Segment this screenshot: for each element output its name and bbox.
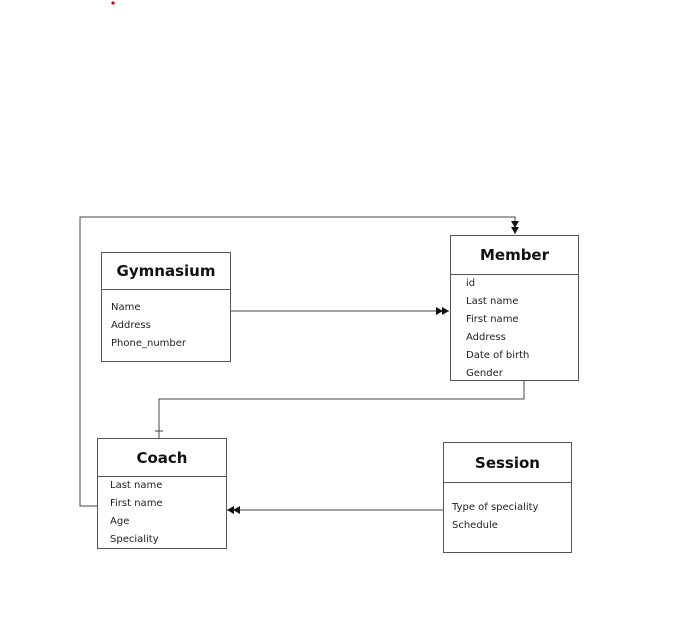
attribute: Last name (466, 296, 519, 307)
entity-member-title: Member (451, 236, 578, 275)
attribute: Name (111, 302, 141, 313)
entity-gymnasium-attributes: Name Address Phone_number (102, 290, 230, 353)
arrowhead-gymnasium-member-1 (436, 307, 443, 315)
attribute: First name (110, 498, 163, 509)
entity-gymnasium-title: Gymnasium (102, 253, 230, 290)
attribute: Gender (466, 368, 503, 379)
entity-session-title: Session (444, 443, 571, 483)
attribute: Last name (110, 480, 163, 491)
attribute: Date of birth (466, 350, 530, 361)
entity-coach[interactable]: Coach Last name First name Age Specialit… (97, 438, 227, 549)
entity-member[interactable]: Member id Last name First name Address D… (450, 235, 579, 381)
entity-coach-title: Coach (98, 439, 226, 477)
arrowhead-gymnasium-member-2 (442, 307, 449, 315)
attribute: Address (111, 320, 151, 331)
attribute: Type of speciality (452, 502, 539, 513)
arrowhead-coach-member-1 (511, 221, 519, 228)
attribute: Phone_number (111, 338, 187, 349)
attribute: id (466, 278, 476, 289)
entity-member-attributes: id Last name First name Address Date of … (451, 275, 578, 383)
attribute: Address (466, 332, 506, 343)
attribute: Schedule (452, 520, 498, 531)
attribute: Age (110, 516, 130, 527)
entity-gymnasium[interactable]: Gymnasium Name Address Phone_number (101, 252, 231, 362)
attribute: Speciality (110, 534, 159, 545)
arrowhead-session-coach-1 (233, 506, 240, 514)
entity-session-attributes: Type of speciality Schedule (444, 483, 571, 535)
entity-session[interactable]: Session Type of speciality Schedule (443, 442, 572, 553)
attribute: First name (466, 314, 519, 325)
red-dot-marker (111, 1, 115, 5)
arrowhead-session-coach-2 (227, 506, 234, 514)
line-member-coach (158, 381, 525, 438)
entity-coach-attributes: Last name First name Age Speciality (98, 477, 226, 549)
arrowhead-coach-member-2 (511, 227, 519, 234)
